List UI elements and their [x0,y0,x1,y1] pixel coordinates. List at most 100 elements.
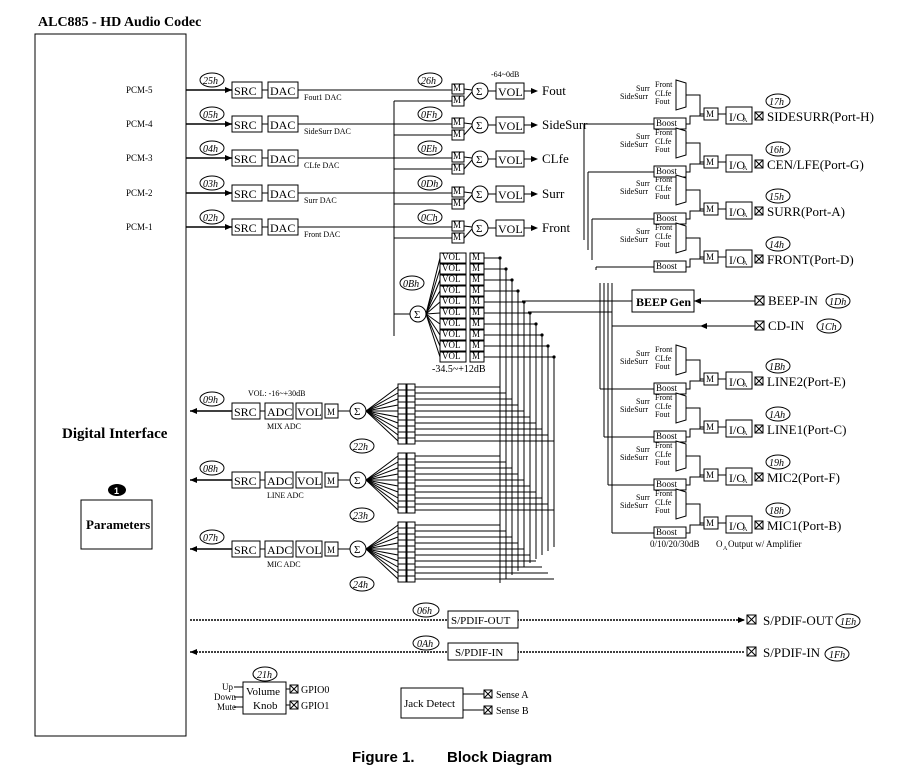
adc-2-mix-node: 24h [353,580,368,591]
port-2-name: SURR(Port-A) [767,204,845,219]
port-0-mux-sidesurr: SideSurr [620,92,648,101]
port-3-mux-surr: Surr [636,227,650,236]
sense-b-label: Sense B [496,706,529,717]
adc-2-vol-box [295,540,323,558]
port-3-boost-label: Boost [656,261,678,271]
adc-1-mr-8-box [406,500,416,508]
port-6-name: MIC2(Port-F) [767,470,840,485]
spdif-in-pin-node: 1Fh [829,650,845,661]
port-1-mux-front: Front [655,128,673,137]
spdif-in-pin: S/PDIF-IN [763,645,821,660]
digital-interface-box [34,33,187,737]
pcm-4-src-label: SRC [234,221,257,235]
pcm-0-sum-label: Σ [476,86,482,98]
adc-0-ms-3-box [397,401,407,409]
adc-0-ms-0-box [397,383,407,391]
pcm-0-m2-label: M [453,95,461,105]
pcm-2-vol-label: VOL [498,153,523,167]
adc-1-vol-label: VOL [297,474,322,488]
mixer-m-6-label: M [472,318,480,328]
adc-2-mr-7-box [406,563,416,571]
adc-0-node-oval [199,391,225,407]
port-4-io-box [725,371,753,390]
pcm-2-dac-label: DAC [270,152,295,166]
pcm-2-src-node: 04h [203,144,218,155]
port-6-io-sub: A [743,479,748,485]
port-6-io-label: I/O [729,471,745,485]
adc-1-ms-6-box [397,488,407,496]
port-1-mux [675,127,687,159]
port-2-mux [675,174,687,206]
adc-1-ms-0-box [397,452,407,460]
port-6-mux-front: Front [655,441,673,450]
spdif-out-node: 06h [417,606,432,617]
port-3-mux-sidesurr: SideSurr [620,235,648,244]
port-5-node: 1Ah [769,410,785,421]
adc-2-label: MIC ADC [267,560,301,569]
port-2-mux-clfe: CLfe [655,184,672,193]
port-7-io-sub: A [743,527,748,533]
pcm-1-src-label: SRC [234,118,257,132]
adc-1-ms-7-box [397,494,407,502]
mixer-vol-5-label: VOL [442,307,461,317]
pcm-1-sum-label: Σ [476,120,482,132]
routing-bus [498,256,556,583]
adc-2-ms-7-box [397,563,407,571]
adc-0-mr-1-box [406,389,416,397]
port-7-m-label: M [706,518,714,528]
parameters-box [80,499,153,550]
port-5-node-oval [765,406,791,422]
pcm-3-out: Surr [542,186,565,201]
port-5-m-label: M [706,422,714,432]
adc-0-mr-6-box [406,419,416,427]
adc-1-mr-0-box [406,452,416,460]
pcm-4-sum-label: Σ [476,223,482,235]
adc-0-mr-4-box [406,407,416,415]
port-4-io-label: I/O [729,375,745,389]
port-5-mux-sidesurr: SideSurr [620,405,648,414]
adc-2-mr-3-box [406,539,416,547]
adc-1-label: LINE ADC [267,491,304,500]
port-0-mux-fout: Fout [655,97,670,106]
pcm-1-mix-node-oval [417,106,443,122]
pcm-4-mix-node-oval [417,209,443,225]
port-3-name: FRONT(Port-D) [767,252,854,267]
port-0-mux [675,79,687,111]
jack-detect-box [400,687,464,719]
knob-mute-label: Mute [217,702,236,712]
adc-1-node: 08h [203,464,218,475]
adc-2-mr-0-box [406,521,416,529]
adc-1-mix-node: 23h [353,511,368,522]
pcm-2-m1-label: M [453,151,461,161]
adc-1-ms-8-box [397,500,407,508]
port-4-mux-front: Front [655,345,673,354]
pcm-3-src-label: SRC [234,187,257,201]
adc-1-ms-9-box [397,506,407,514]
port-3-io-box [725,249,753,268]
adc-0-node: 09h [203,395,218,406]
adc-1-mr-9-box [406,506,416,514]
adc-2-mr-6-box [406,557,416,565]
port-7-name: MIC1(Port-B) [767,518,841,533]
pcm-1-m1-label: M [453,117,461,127]
adc-2-mix-node-oval [349,576,375,592]
output-note: Output w/ Amplifier [728,539,802,549]
adc-0-ms-9-box [397,437,407,445]
mixer-node-oval [399,275,425,291]
port-7-io-box [725,515,753,534]
spdif-in-box [447,642,519,661]
adc-0-ms-5-box [397,413,407,421]
port-0-mux-surr: Surr [636,84,650,93]
port-7-boost-label: Boost [656,527,678,537]
beep-in-label: BEEP-IN [768,293,818,308]
pcm-1-dac-label: DAC [270,118,295,132]
port-3-mux-fout: Fout [655,240,670,249]
pcm-0-label: PCM-5 [126,85,153,95]
pcm-2-label: PCM-3 [126,153,153,163]
port-5-mux-clfe: CLfe [655,402,672,411]
port-0-mux-front: Front [655,80,673,89]
pcm-4-m1-label: M [453,220,461,230]
parameters-badge-text: 1 [114,486,119,496]
adc-2-ms-8-box [397,569,407,577]
pcm-0-out: Fout [542,83,566,98]
